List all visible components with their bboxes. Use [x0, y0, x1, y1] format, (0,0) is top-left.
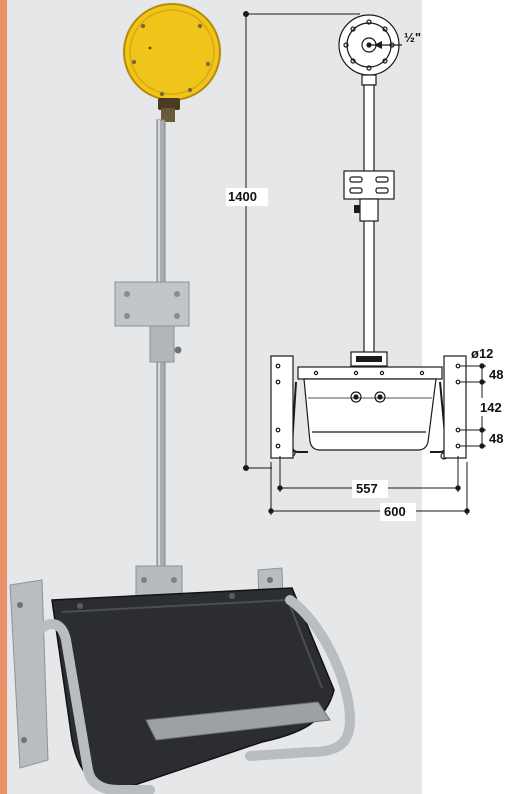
pipe-size-label: ½"	[404, 30, 421, 45]
accent-strip	[0, 0, 7, 794]
float-connector	[158, 98, 180, 110]
valve-cover-plate	[145, 701, 331, 741]
yellow-float-disc	[123, 3, 221, 101]
drawing-right-plate	[443, 355, 467, 459]
drawing-bracket	[343, 170, 395, 200]
technical-drawing	[270, 14, 467, 460]
trough-bowl	[51, 587, 335, 791]
trough-icon	[9, 567, 356, 794]
inner-width-label-bg	[352, 480, 388, 498]
hole-spacing-middle-label: 142	[480, 400, 502, 415]
height-dimension-label: 1400	[228, 189, 257, 204]
rod-mount-bracket	[114, 281, 190, 363]
middle-label-bg	[478, 398, 512, 416]
outer-width-label-bg	[380, 503, 416, 521]
height-label-bg	[226, 188, 268, 206]
float-valve-icon	[123, 3, 221, 122]
drawing-left-plate	[270, 355, 294, 459]
hole-spacing-bottom-label: 48	[489, 431, 503, 446]
inner-width-label: 557	[356, 481, 378, 496]
outer-width-label: 600	[384, 504, 406, 519]
hole-diameter-label: ø12	[471, 346, 493, 361]
hole-spacing-top-label: 48	[489, 367, 503, 382]
dimension-lines	[243, 11, 486, 515]
drawing-trough-body	[303, 378, 437, 451]
